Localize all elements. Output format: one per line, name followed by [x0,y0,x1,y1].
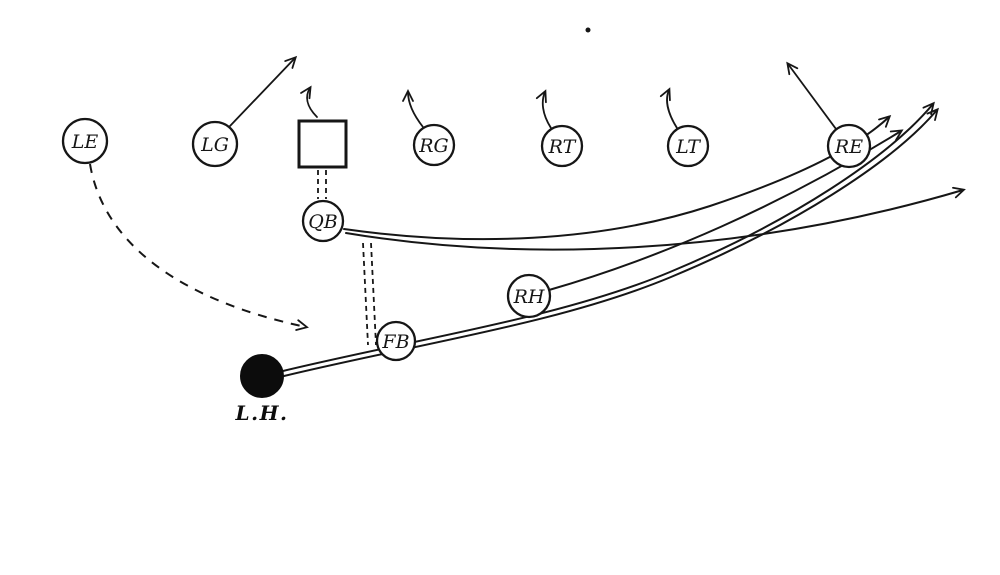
player-re-circle [826,123,872,169]
player-lt-circle [666,124,710,168]
player-rh-label: RH [513,286,545,308]
block-arrow-center [300,85,318,118]
block-arrow-rt [535,89,552,129]
player-rt: RT [540,124,584,168]
player-le-circle [61,117,109,165]
exchange-qb-fb-left [362,242,369,346]
block-arrow-re [786,61,837,130]
block-arrow-rg [402,88,424,128]
player-center-square [297,119,348,169]
player-le: LE [61,117,109,165]
player-lg-label: LG [200,134,229,156]
route-flat-right [345,186,966,251]
player-le-label: LE [71,131,99,153]
player-rg-circle [412,123,456,167]
block-arrow-lt [659,87,678,129]
player-lh-dot [240,354,284,398]
player-rg: RG [412,123,456,167]
player-re-label: RE [834,136,863,158]
player-rt-label: RT [548,136,577,158]
player-re: RE [826,123,872,169]
player-lt-label: LT [675,136,701,158]
block-arrow-lg [229,55,298,127]
ink-dot [585,27,591,33]
player-fb: FB [375,320,417,362]
player-lg-circle [191,120,239,168]
dashed-motion-le [89,163,309,331]
player-rh-circle [506,273,552,319]
player-qb-circle [301,199,345,243]
player-rt-circle [540,124,584,168]
player-qb: QB [301,199,345,243]
player-center [297,119,348,169]
player-fb-circle [375,320,417,362]
player-lh-label: L.H. [235,401,289,425]
player-rh: RH [506,273,552,319]
player-fb-label: FB [381,331,409,353]
exchange-qb-fb-right [370,242,377,346]
player-lt: LT [666,124,710,168]
player-lg: LG [191,120,239,168]
player-qb-label: QB [308,211,338,233]
player-rg-label: RG [418,135,448,157]
player-lh: L.H. [235,354,289,425]
